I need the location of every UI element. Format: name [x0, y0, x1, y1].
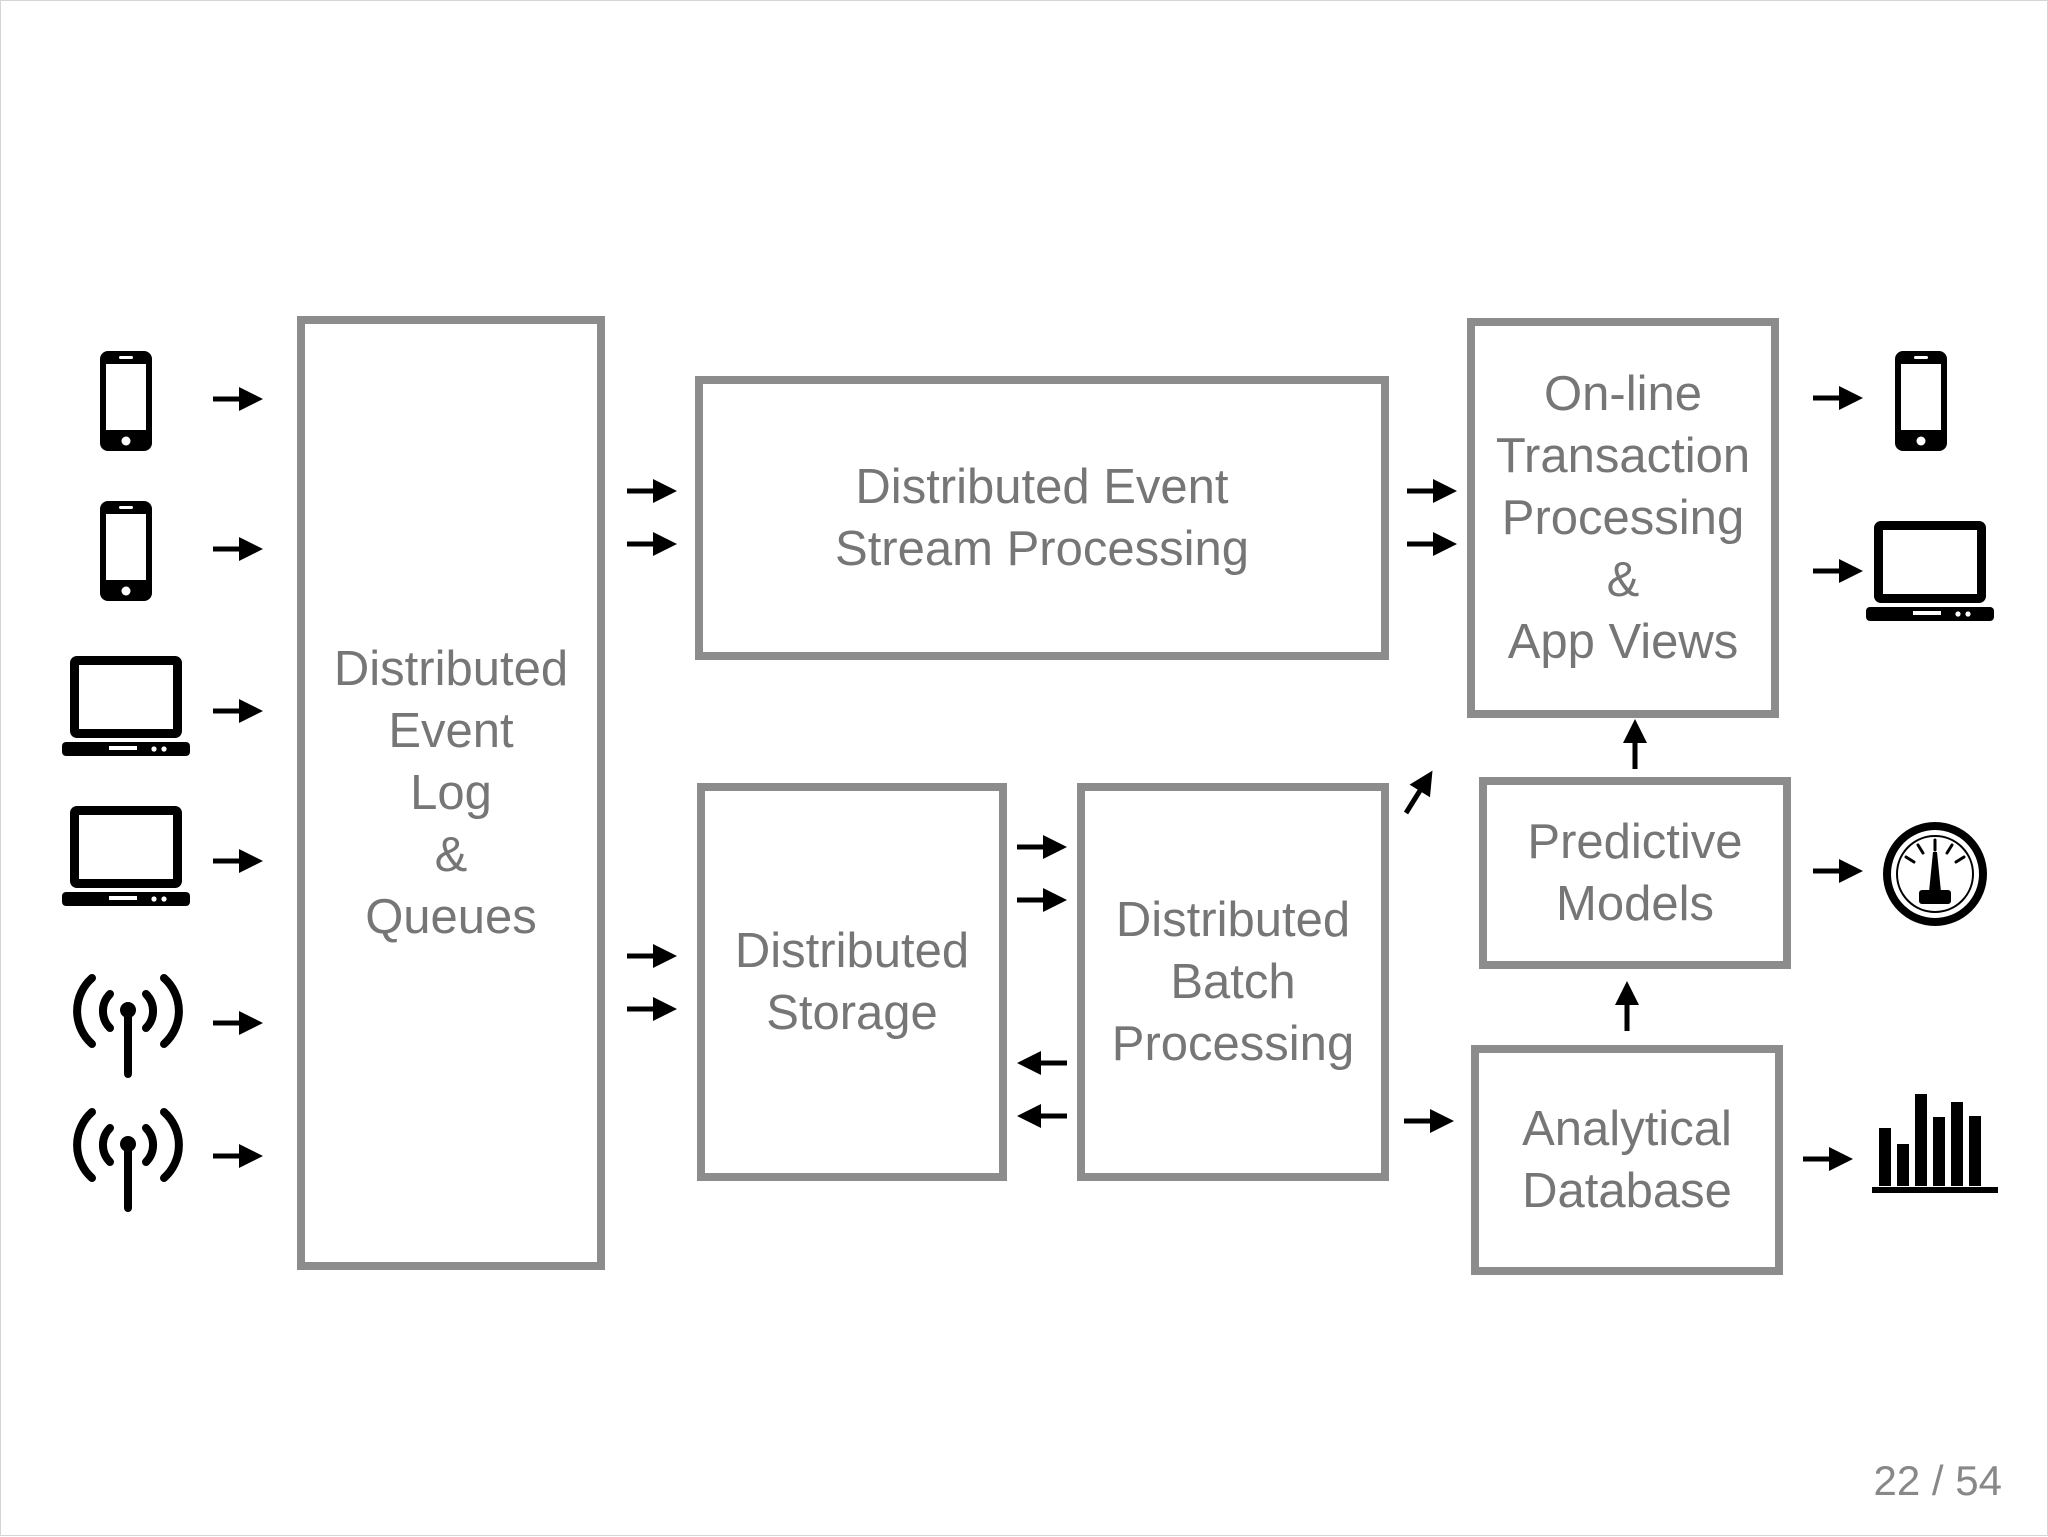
arrow-batch-to-oltp — [1396, 764, 1443, 819]
arrow-output-laptop — [1813, 559, 1863, 583]
antenna-icon — [77, 978, 179, 1074]
arrow-output-chart — [1803, 1147, 1853, 1171]
smartphone-icon — [1895, 351, 1947, 451]
arrow-batch-to-analytical — [1404, 1109, 1454, 1133]
laptop-icon — [62, 656, 190, 756]
arrow-models-to-oltp — [1623, 719, 1647, 769]
arrow-storage-to-batch-2 — [1017, 888, 1067, 912]
arrow-log-to-storage-1 — [627, 944, 677, 968]
batch-processing-label: Distributed Batch Processing — [1111, 893, 1355, 1071]
event-log-label: Distributed Event Log & Queues — [333, 642, 569, 944]
arrow-source-6 — [213, 1144, 263, 1168]
page-number: 22 / 54 — [1873, 1457, 2002, 1504]
arrow-source-1 — [213, 387, 263, 411]
arrow-log-to-stream-1 — [627, 479, 677, 503]
arrow-source-2 — [213, 537, 263, 561]
laptop-icon — [62, 806, 190, 906]
batch-processing-box: Distributed Batch Processing — [1077, 783, 1389, 1181]
arrow-source-5 — [213, 1011, 263, 1035]
oltp-label: On-line Transaction Processing & App Vie… — [1495, 367, 1751, 669]
arrow-output-phone — [1813, 386, 1863, 410]
arrow-source-4 — [213, 849, 263, 873]
arrow-storage-to-batch-1 — [1017, 835, 1067, 859]
storage-box: Distributed Storage — [697, 783, 1007, 1181]
arrow-stream-to-oltp-2 — [1407, 532, 1457, 556]
arrow-source-3 — [213, 699, 263, 723]
stream-processing-label: Distributed Event Stream Processing — [835, 460, 1249, 576]
storage-label: Distributed Storage — [734, 924, 970, 1040]
arrow-batch-to-storage-2 — [1017, 1104, 1067, 1128]
arrow-output-gauge — [1813, 859, 1863, 883]
gauge-icon — [1883, 822, 1987, 926]
laptop-icon — [1866, 521, 1994, 621]
bar-chart-icon — [1872, 1094, 1998, 1193]
predictive-models-box: Predictive Models — [1479, 777, 1791, 969]
arrow-batch-to-storage-1 — [1017, 1051, 1067, 1075]
arrow-log-to-stream-2 — [627, 532, 677, 556]
arrow-stream-to-oltp-1 — [1407, 479, 1457, 503]
event-log-box: Distributed Event Log & Queues — [297, 316, 605, 1270]
predictive-models-label: Predictive Models — [1527, 815, 1743, 931]
analytical-database-label: Analytical Database — [1522, 1102, 1732, 1218]
smartphone-icon — [100, 501, 152, 601]
oltp-box: On-line Transaction Processing & App Vie… — [1467, 318, 1779, 718]
antenna-icon — [77, 1112, 179, 1208]
smartphone-icon — [100, 351, 152, 451]
stream-processing-box: Distributed Event Stream Processing — [695, 376, 1389, 660]
arrow-log-to-storage-2 — [627, 997, 677, 1021]
arrow-analytical-to-models — [1615, 981, 1639, 1031]
analytical-database-box: Analytical Database — [1471, 1045, 1783, 1275]
